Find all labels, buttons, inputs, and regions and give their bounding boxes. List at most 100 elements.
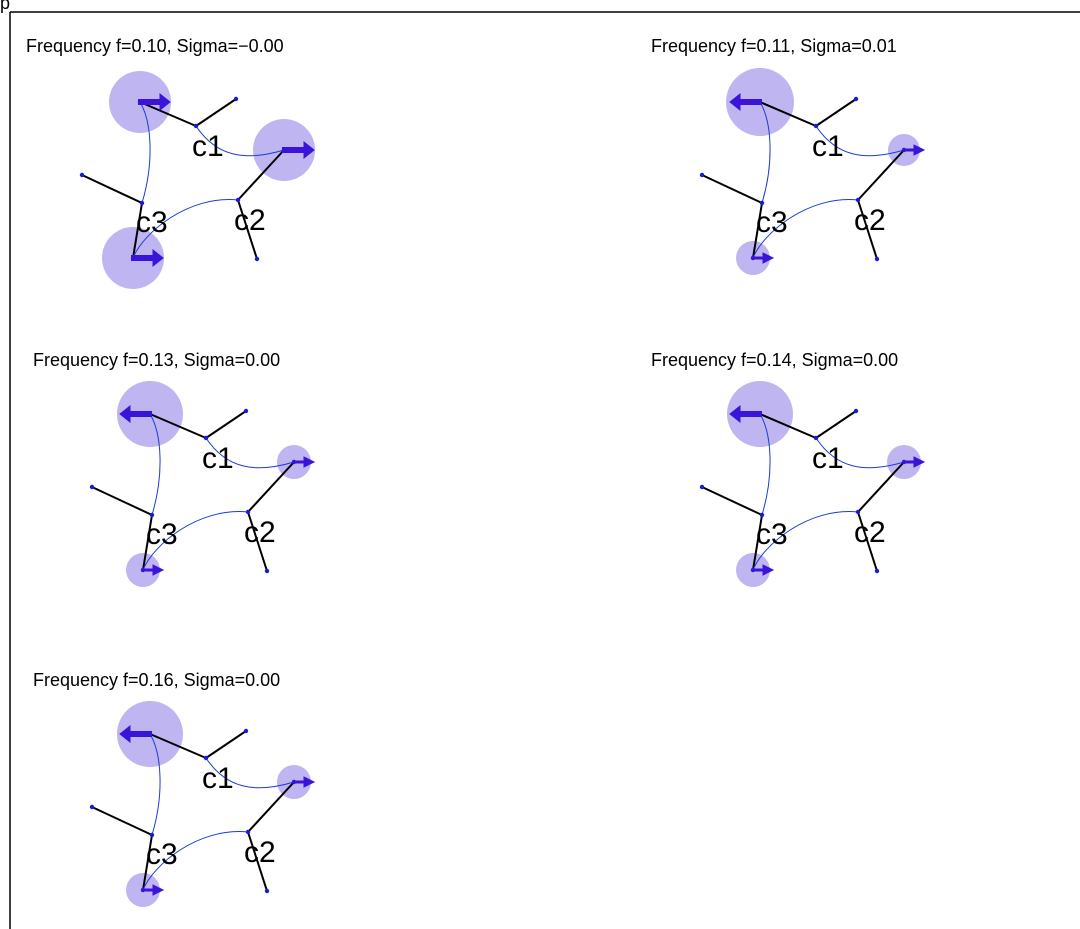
node-label-c1: c1	[202, 442, 234, 475]
node-label-c3: c3	[756, 518, 788, 551]
mode-curve-2	[752, 511, 859, 571]
node-label-c2: c2	[234, 204, 266, 237]
member-c2-down	[247, 511, 268, 572]
panel-caption: Frequency f=0.14, Sigma=0.00	[651, 350, 898, 370]
mode-curve-2	[142, 831, 249, 891]
panel-1: Frequency f=0.10, Sigma=−0.00 c1 c2 c3	[26, 36, 315, 289]
joint-dot	[813, 435, 819, 441]
mode-curve-1	[815, 125, 905, 157]
joint-dot	[79, 172, 85, 178]
displacement-arrow-head	[913, 144, 926, 156]
panels-layer: Frequency f=0.10, Sigma=−0.00c1c2c3Frequ…	[26, 36, 926, 907]
displacement-arrow-head	[303, 776, 316, 788]
member-c2-right	[247, 461, 295, 513]
joint-dot	[89, 804, 95, 810]
mode-curve-2	[132, 199, 239, 259]
joint-dot	[264, 568, 270, 574]
joint-dot	[853, 408, 859, 414]
node-label-c1: c1	[192, 130, 224, 163]
joint-dot	[243, 728, 249, 734]
joint-dot	[233, 96, 239, 102]
mode-curve-3	[759, 413, 771, 516]
displacement-arrow-head	[729, 404, 741, 424]
joint-dot	[874, 568, 880, 574]
joint-dot	[699, 172, 705, 178]
member-c3-left	[91, 486, 153, 516]
joint-dot	[149, 832, 155, 838]
joint-dot	[89, 484, 95, 490]
displacement-arrow-head	[762, 564, 775, 576]
member-c1-left	[759, 413, 817, 439]
member-c1-up	[205, 730, 247, 759]
joint-dot	[139, 200, 145, 206]
member-c2-down	[857, 511, 878, 572]
displacement-arrow-head	[152, 884, 165, 896]
panel-3: Frequency f=0.13, Sigma=0.00 c1 c2 c3	[33, 350, 316, 587]
mode-curve-3	[149, 733, 161, 836]
mode-curve-1	[815, 437, 905, 469]
member-c2-down	[247, 831, 268, 892]
joint-dot	[245, 509, 251, 515]
node-label-c3: c3	[756, 206, 788, 239]
node-label-c2: c2	[244, 836, 276, 869]
member-c3-left	[91, 806, 153, 836]
displacement-arrow-head	[119, 724, 131, 744]
displacement-arrow-head	[762, 252, 775, 264]
node-label-c3: c3	[146, 838, 178, 871]
displacement-arrow-head	[152, 564, 165, 576]
panel-caption: Frequency f=0.13, Sigma=0.00	[33, 350, 280, 370]
member-c2-right	[857, 461, 905, 513]
node-label-c2: c2	[244, 516, 276, 549]
joint-dot	[813, 123, 819, 129]
displacement-arrow-head	[119, 404, 131, 424]
member-c1-left	[759, 101, 817, 127]
joint-dot	[855, 197, 861, 203]
mode-curve-1	[205, 437, 295, 469]
displacement-arrow-head	[152, 248, 164, 268]
member-c2-down	[857, 199, 878, 260]
member-c3-down	[752, 202, 763, 259]
member-c2-right	[237, 149, 285, 201]
member-c3-down	[142, 834, 153, 891]
panel-caption: Frequency f=0.11, Sigma=0.01	[651, 36, 897, 56]
member-c1-left	[149, 413, 207, 439]
joint-dot	[853, 96, 859, 102]
mode-curve-1	[195, 125, 285, 157]
joint-dot	[245, 829, 251, 835]
member-c3-left	[81, 174, 143, 204]
joint-dot	[759, 512, 765, 518]
node-label-c1: c1	[812, 442, 844, 475]
joint-dot	[149, 512, 155, 518]
joint-dot	[699, 484, 705, 490]
joint-dot	[203, 755, 209, 761]
panel-4: Frequency f=0.14, Sigma=0.00 c1 c2 c3	[651, 350, 926, 587]
joint-dot	[203, 435, 209, 441]
joint-dot	[235, 197, 241, 203]
node-label-c2: c2	[854, 516, 886, 549]
node-label-c1: c1	[812, 130, 844, 163]
member-c3-down	[132, 202, 143, 259]
joint-dot	[243, 408, 249, 414]
joint-dot	[759, 200, 765, 206]
displacement-arrow-head	[729, 92, 741, 112]
mode-curve-2	[752, 199, 859, 259]
member-c2-right	[247, 781, 295, 833]
mode-curve-1	[205, 757, 295, 789]
mode-curve-3	[139, 101, 151, 204]
node-label-c3: c3	[146, 518, 178, 551]
panel-caption: Frequency f=0.10, Sigma=−0.00	[26, 36, 284, 56]
member-c3-left	[701, 174, 763, 204]
member-c1-up	[815, 98, 857, 127]
mode-curve-3	[759, 101, 771, 204]
displacement-arrow-head	[159, 92, 171, 112]
member-c3-down	[752, 514, 763, 571]
joint-dot	[855, 509, 861, 515]
mode-curve-3	[149, 413, 161, 516]
member-c1-up	[205, 410, 247, 439]
member-c1-up	[195, 98, 237, 127]
joint-dot	[264, 888, 270, 894]
node-label-c3: c3	[136, 206, 168, 239]
member-c2-down	[237, 199, 258, 260]
